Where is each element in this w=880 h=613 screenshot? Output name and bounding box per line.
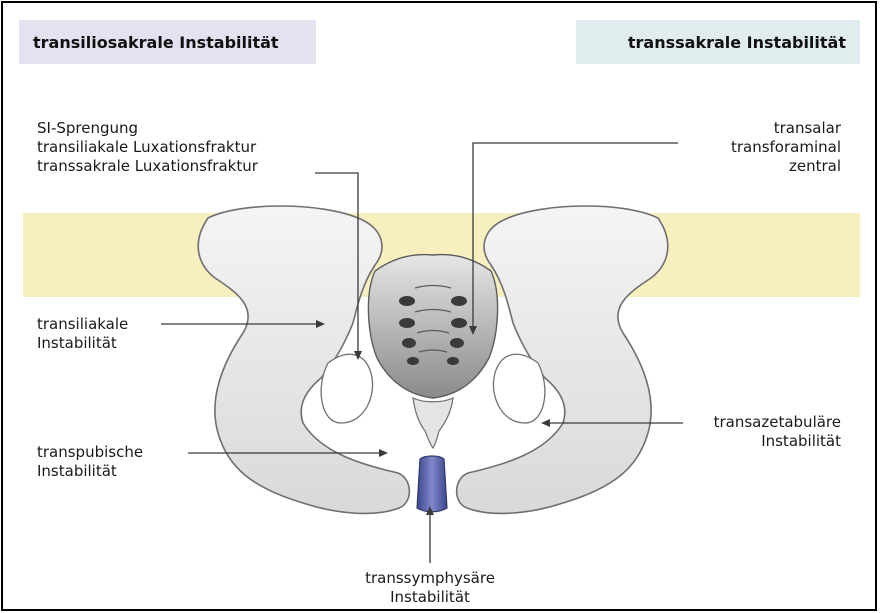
right-obturator-foramen xyxy=(493,354,544,423)
sacrum xyxy=(368,255,497,398)
label-transazetabulaere: transazetabuläre xyxy=(714,413,841,432)
label-transsymphysaere-instabilitaet: Instabilität xyxy=(330,588,530,607)
label-si-group: SI-Sprengung transiliakale Luxationsfrak… xyxy=(37,119,258,176)
label-zentral: zentral xyxy=(731,157,841,176)
label-transsymphysaere: transsymphysäre xyxy=(330,569,530,588)
label-si-sprengung: SI-Sprengung xyxy=(37,119,258,138)
label-transsakrale-luxationsfraktur: transsakrale Luxationsfraktur xyxy=(37,157,258,176)
coccyx xyxy=(413,398,453,448)
label-transpubische: transpubische xyxy=(37,443,143,462)
label-transalar: transalar xyxy=(731,119,841,138)
label-transpubische-instabilitaet: Instabilität xyxy=(37,462,143,481)
label-transazetabulaere-instabilitaet: Instabilität xyxy=(714,432,841,451)
label-transiliakale-instabilitaet: Instabilität xyxy=(37,334,128,353)
label-transiliakale-luxationsfraktur: transiliakale Luxationsfraktur xyxy=(37,138,258,157)
symphysis xyxy=(417,456,447,512)
label-sacral-zones: transalar transforaminal zentral xyxy=(731,119,841,176)
label-transiliakale: transiliakale xyxy=(37,315,128,334)
label-transforaminal: transforaminal xyxy=(731,138,841,157)
label-transpubische-group: transpubische Instabilität xyxy=(37,443,143,481)
left-obturator-foramen xyxy=(321,354,372,423)
label-transazetabulaere-group: transazetabuläre Instabilität xyxy=(714,413,841,451)
label-transsymphysaere-group: transsymphysäre Instabilität xyxy=(330,569,530,607)
pelvis-illustration xyxy=(3,3,877,611)
label-transiliakale-group: transiliakale Instabilität xyxy=(37,315,128,353)
